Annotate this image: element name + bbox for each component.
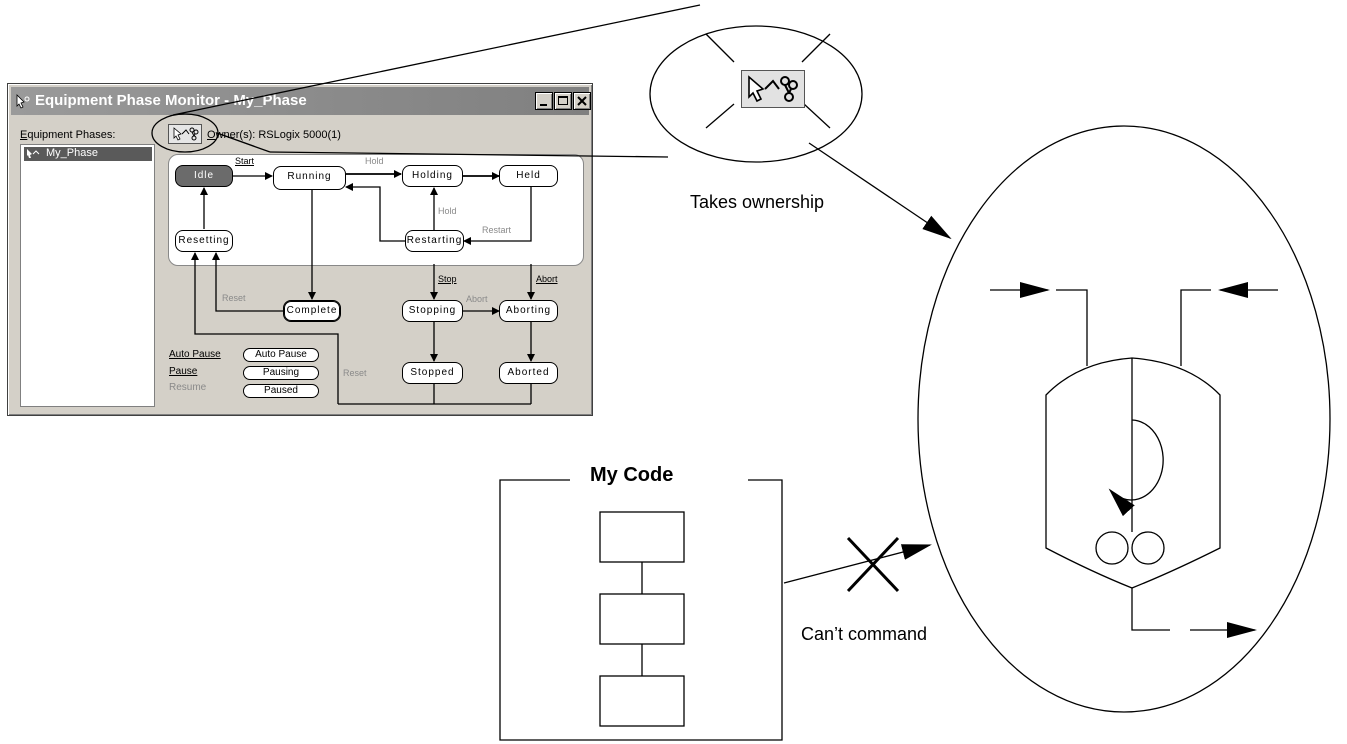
equipment-ellipse [917,125,1331,713]
state-held[interactable]: Held [499,165,558,187]
list-item[interactable]: My_Phase [24,147,152,161]
ownership-icon-zoomed [741,70,805,108]
owner-icon-highlight [151,113,219,153]
transition-stop[interactable]: Stop [438,274,457,284]
close-button[interactable] [573,92,591,110]
state-aborted[interactable]: Aborted [499,362,558,384]
transition-reset-bottom: Reset [343,368,367,378]
state-stopping[interactable]: Stopping [402,300,463,322]
equipment-phases-list[interactable]: My_Phase [20,144,155,407]
transition-abort-mid: Abort [466,294,488,304]
tank [1045,357,1221,589]
my-code-label: My Code [590,464,674,486]
transition-reset-left: Reset [222,293,246,303]
pause-command[interactable]: Pause [169,366,198,377]
state-transition-arrows [191,170,535,405]
state-holding[interactable]: Holding [402,165,463,187]
transition-hold-top: Hold [365,156,384,166]
title-bar[interactable]: Equipment Phase Monitor - My_Phase [11,87,591,115]
pausing-state: Pausing [243,366,319,380]
state-complete[interactable]: Complete [283,300,341,322]
window-title: Equipment Phase Monitor - My_Phase [35,92,307,109]
paused-state: Paused [243,384,319,398]
transition-hold-mid: Hold [438,206,457,216]
state-idle[interactable]: Idle [175,165,233,187]
blocked-x-icon [846,536,900,593]
cant-command-label: Can’t command [801,624,928,644]
resume-command: Resume [169,382,207,393]
equipment-phases-label: Equipment Phases: [20,129,116,141]
phase-item-label: My_Phase [46,147,98,159]
state-resetting[interactable]: Resetting [175,230,233,252]
maximize-button[interactable] [554,92,572,110]
takes-ownership-label: Takes ownership [690,192,825,212]
zoom-ellipse [649,25,863,163]
transition-start[interactable]: Start [235,156,255,166]
equipment-phase-monitor-window: Equipment Phase Monitor - My_Phase Equip… [7,83,593,416]
my-code-box [499,479,783,741]
minimize-button[interactable] [535,92,553,110]
code-block-1 [599,511,685,563]
close-icon [577,96,587,106]
ownership-button[interactable] [168,124,202,144]
transition-restart: Restart [482,225,512,235]
state-stopped[interactable]: Stopped [402,362,463,384]
phase-icon [27,149,40,158]
minimize-icon [540,104,547,106]
code-block-2 [599,593,685,645]
state-running[interactable]: Running [273,166,346,190]
app-icon [16,94,30,109]
auto-pause-state: Auto Pause [243,348,319,362]
ownership-icon [173,127,199,141]
transition-abort-top[interactable]: Abort [536,274,558,284]
maximize-icon [558,96,568,105]
owner-label: Owner(s): RSLogix 5000(1) [207,129,341,141]
state-restarting[interactable]: Restarting [405,230,464,252]
auto-pause-command[interactable]: Auto Pause [169,349,221,360]
ownership-icon [748,75,798,103]
state-aborting[interactable]: Aborting [499,300,558,322]
code-block-3 [599,675,685,727]
